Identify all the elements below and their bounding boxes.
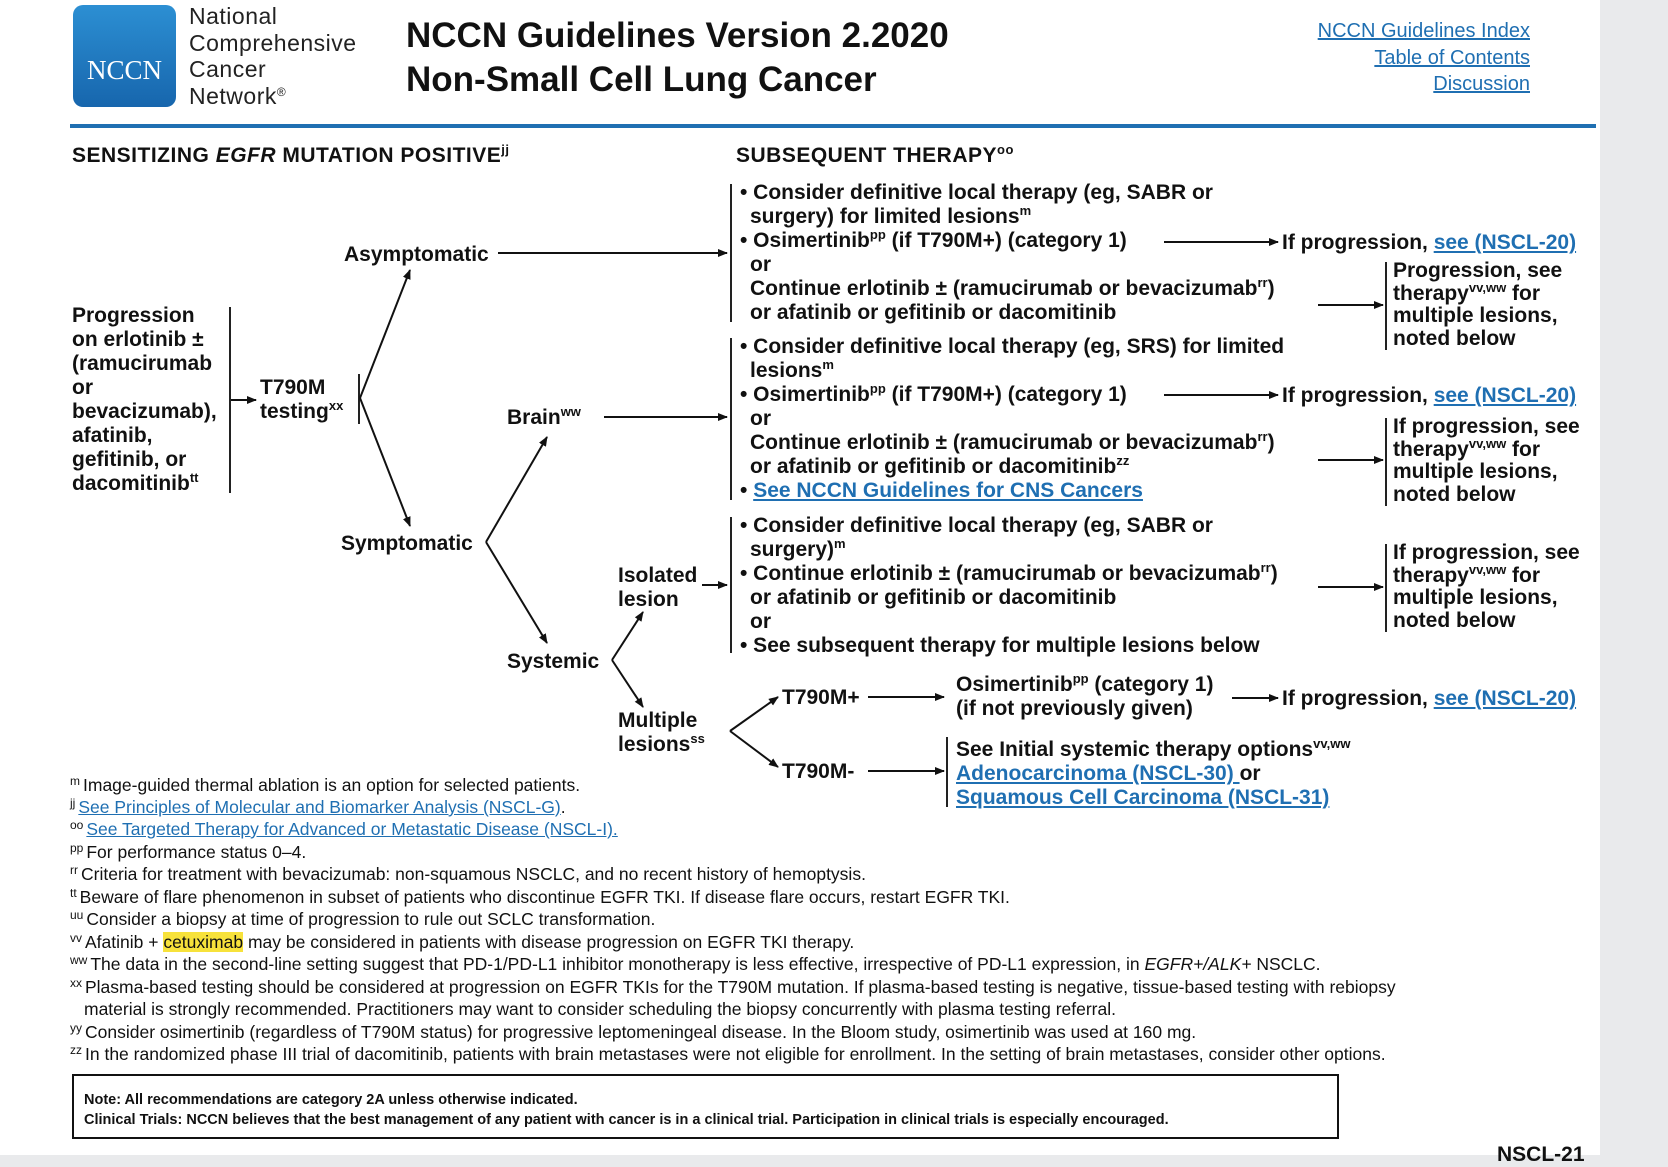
nccn-logo: NCCN <box>73 5 176 107</box>
osimertinib-box: Osimertinibpp (category 1) (if not previ… <box>956 671 1214 720</box>
arrow-to-isolated <box>611 611 644 661</box>
adenocarcinoma-link[interactable]: Adenocarcinoma (NSCL-30) <box>956 762 1240 785</box>
if-progression-3: If progression, see (NSCL-20) <box>1282 687 1577 710</box>
org-name: National Comprehensive Cancer Network® <box>189 3 357 109</box>
molecular-biomarker-link[interactable]: See Principles of Molecular and Biomarke… <box>78 797 561 817</box>
table-of-contents-link[interactable]: Table of Contents <box>1374 46 1530 69</box>
asym-therapy-box: • Consider definitive local therapy (eg,… <box>740 181 1275 324</box>
symptomatic-label: Symptomatic <box>341 532 473 555</box>
t790m-testing-label: T790M testingxx <box>260 376 344 423</box>
t790m-bracket <box>358 374 360 424</box>
isolated-therapy-box: • Consider definitive local therapy (eg,… <box>740 514 1278 657</box>
multiple-lesions-label: Multiple lesionsss <box>618 709 705 756</box>
targeted-therapy-link[interactable]: See Targeted Therapy for Advanced or Met… <box>86 819 618 839</box>
page-id: NSCL-21 <box>1497 1143 1585 1166</box>
note-box: Note: All recommendations are category 2… <box>72 1074 1339 1139</box>
prog-box3-bracket <box>1385 544 1387 632</box>
isolated-box-bracket <box>730 517 732 653</box>
brain-therapy-box: • Consider definitive local therapy (eg,… <box>740 335 1285 502</box>
t790m-negative-label: T790M- <box>782 760 855 783</box>
page-title: NCCN Guidelines Version 2.2020 Non-Small… <box>406 16 949 99</box>
header-links: NCCN Guidelines Index Table of Contents … <box>1318 18 1530 98</box>
footnote-xx-cont: material is strongly recommended. Practi… <box>84 999 1116 1019</box>
nscl-20-link-2[interactable]: see (NSCL-20) <box>1433 384 1577 407</box>
if-progression-2: If progression, see (NSCL-20) <box>1282 384 1577 407</box>
progression-multiple-2: If progression, see therapyvv,ww for mul… <box>1393 415 1580 506</box>
asym-box-bracket <box>730 184 732 322</box>
t790m-positive-label: T790M+ <box>782 686 860 709</box>
nscl-20-link-3[interactable]: see (NSCL-20) <box>1433 687 1577 710</box>
left-section-heading: SENSITIZING EGFR MUTATION POSITIVEjj <box>72 142 510 167</box>
progression-label: Progression on erlotinib ± (ramucirumab … <box>72 304 217 495</box>
guideline-page: NCCN National Comprehensive Cancer Netwo… <box>0 0 1600 1166</box>
initial-box-bracket <box>946 737 948 807</box>
brain-label: Brainww <box>507 404 581 429</box>
highlighted-term: cetuximab <box>163 932 244 952</box>
arrow-to-multiple <box>611 659 644 708</box>
arrow-to-systemic <box>485 541 548 644</box>
flow-arrows <box>231 238 1384 775</box>
progression-multiple-1: Progression, see therapyvv,ww for multip… <box>1393 259 1563 350</box>
logo-abbr: NCCN <box>86 55 162 85</box>
arrow-to-t790m-neg <box>729 730 779 768</box>
progression-bracket <box>229 307 231 493</box>
guidelines-index-link[interactable]: NCCN Guidelines Index <box>1317 20 1530 42</box>
progression-multiple-3: If progression, see therapyvv,ww for mul… <box>1393 541 1580 632</box>
arrow-to-t790m-pos <box>729 696 779 732</box>
nscl-20-link-1[interactable]: see (NSCL-20) <box>1433 231 1577 254</box>
arrow-to-asymptomatic <box>359 269 411 399</box>
header-rule <box>70 124 1596 128</box>
prog-box1-bracket <box>1385 262 1387 350</box>
if-progression-1: If progression, see (NSCL-20) <box>1282 231 1577 254</box>
isolated-lesion-label: Isolated lesion <box>618 564 698 611</box>
discussion-link[interactable]: Discussion <box>1433 73 1530 95</box>
arrow-to-brain <box>485 436 548 543</box>
cns-cancers-link[interactable]: See NCCN Guidelines for CNS Cancers <box>753 479 1143 502</box>
initial-therapy-box: See Initial systemic therapy optionsvv,w… <box>956 736 1351 809</box>
brain-box-bracket <box>730 338 732 500</box>
systemic-label: Systemic <box>507 650 600 673</box>
asymptomatic-label: Asymptomatic <box>344 243 489 266</box>
squamous-cell-link[interactable]: Squamous Cell Carcinoma (NSCL-31) <box>956 786 1330 809</box>
prog-box2-bracket <box>1385 418 1387 506</box>
arrow-to-symptomatic <box>359 397 411 527</box>
right-section-heading: SUBSEQUENT THERAPYoo <box>736 142 1014 167</box>
